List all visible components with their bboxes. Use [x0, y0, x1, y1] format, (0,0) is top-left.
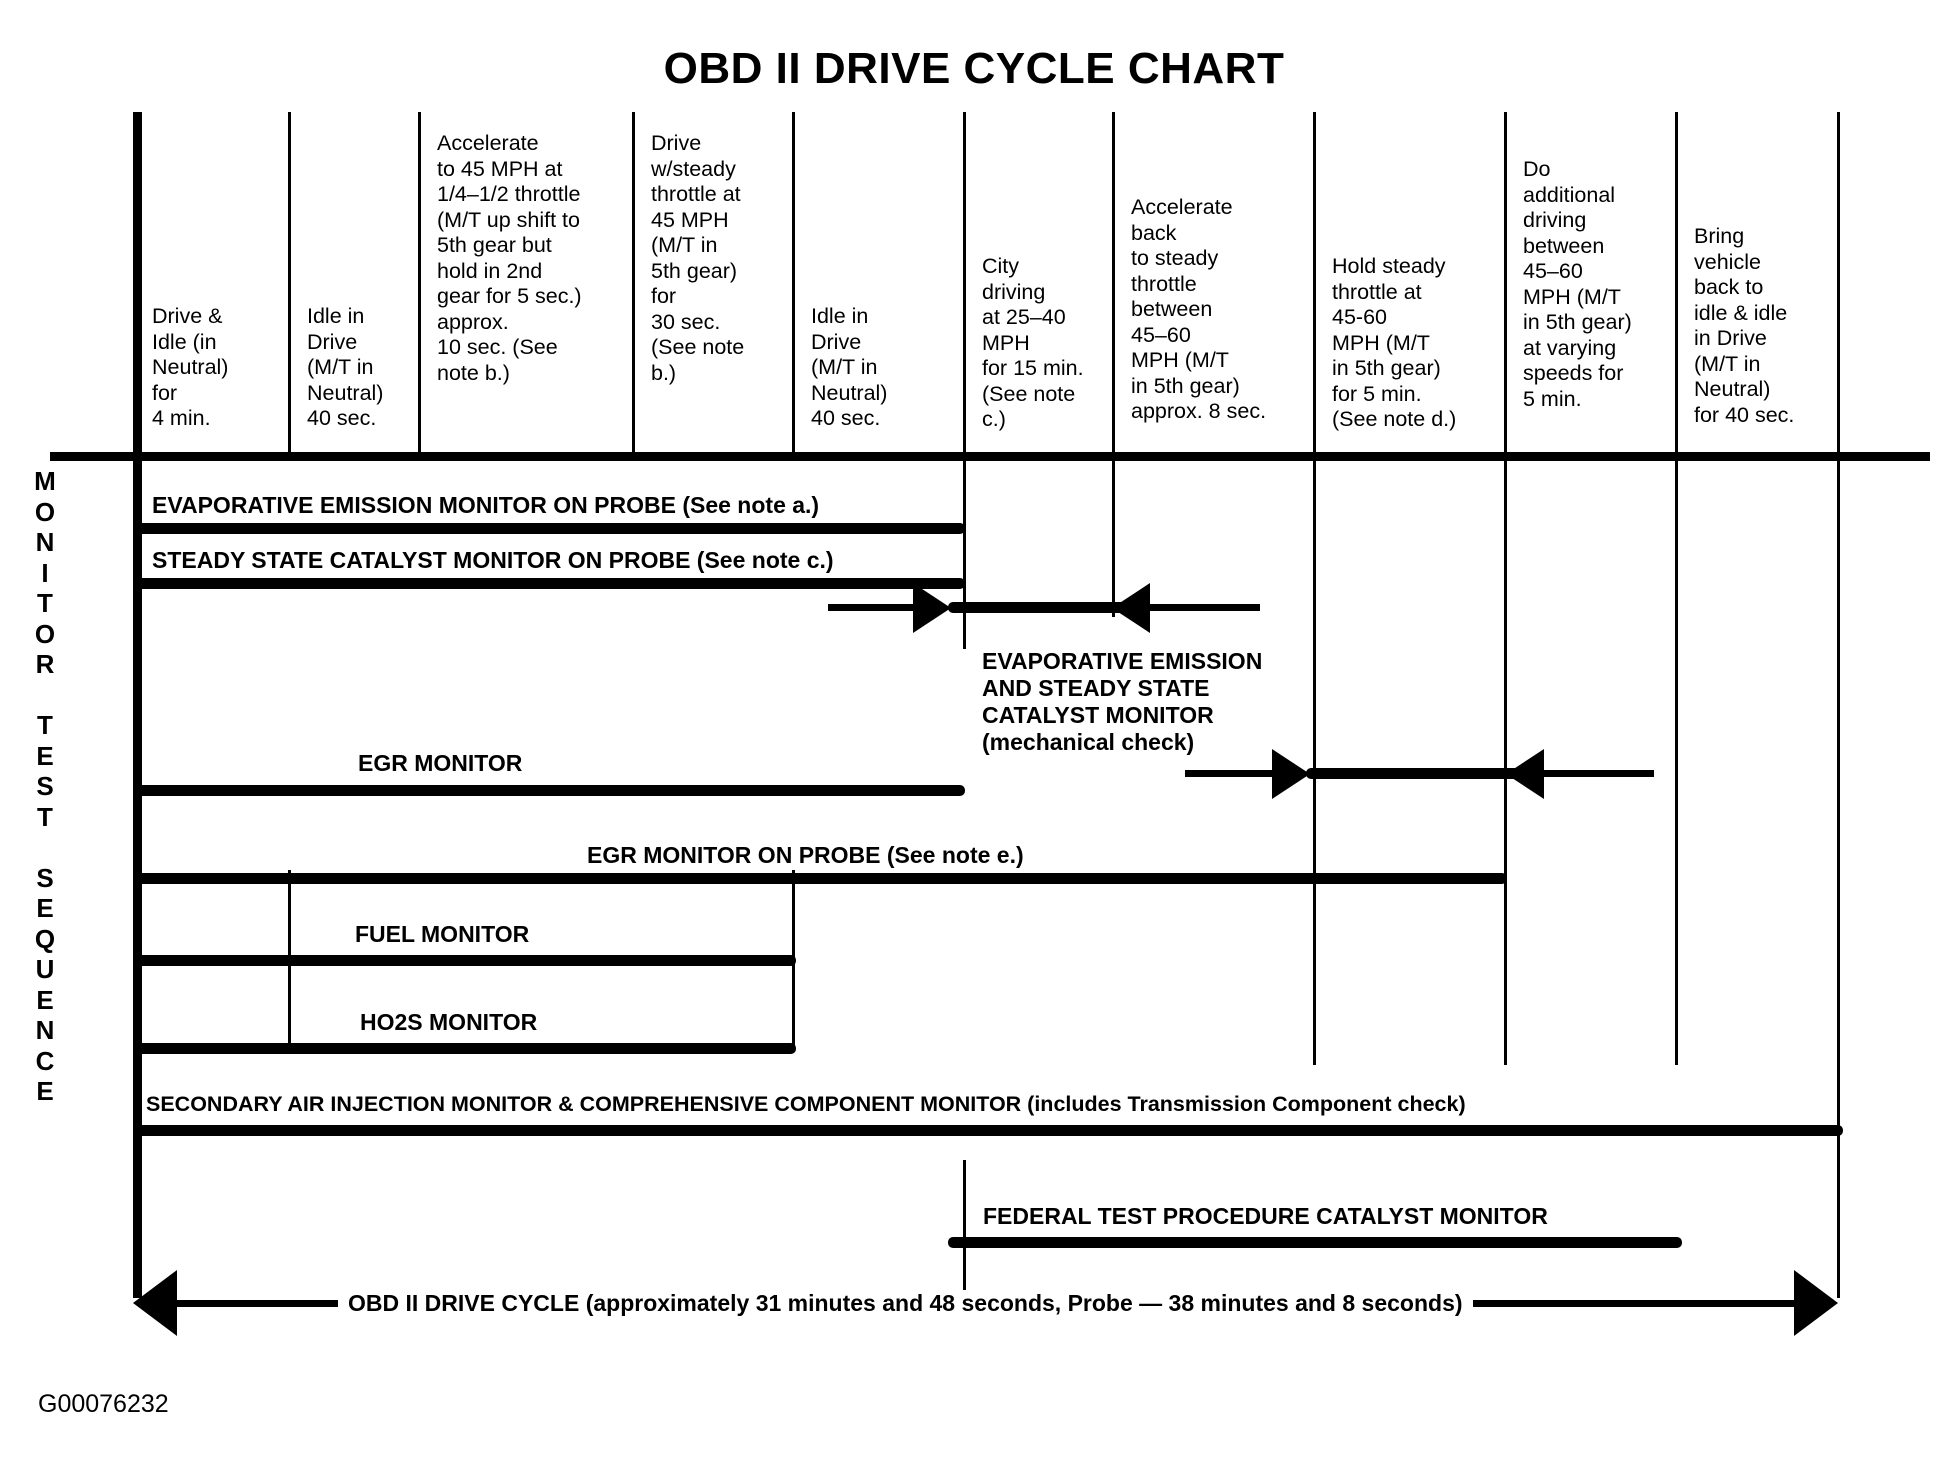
header-cell-9: Do additional driving between 45–60 MPH …: [1523, 157, 1632, 411]
bar-label-ho2s: HO2S MONITOR: [360, 1009, 538, 1035]
bar-secondary-air: [133, 1125, 1843, 1136]
column-divider-6-ext: [1112, 457, 1115, 617]
bar-label-secondary-air: SECONDARY AIR INJECTION MONITOR & COMPRE…: [146, 1092, 1466, 1116]
egr-mech-arrowhead-left: [1506, 749, 1544, 799]
bar-label-egr-probe: EGR MONITOR ON PROBE (See note e.): [587, 842, 1024, 868]
header-cell-1: Drive & Idle (in Neutral) for 4 min.: [152, 304, 229, 430]
bar-label-evap-steady-block: EVAPORATIVE EMISSION AND STEADY STATE CA…: [982, 648, 1263, 755]
bar-label-fuel: FUEL MONITOR: [355, 921, 530, 947]
header-cell-4: Drive w/steady throttle at 45 MPH (M/T i…: [651, 131, 745, 385]
evap-steady-arrow-line-left: [828, 604, 918, 611]
column-divider-7: [1313, 112, 1316, 457]
column-divider-3: [632, 112, 635, 457]
cycle-arrowhead-right: [1794, 1270, 1838, 1336]
evap-steady-arrowhead-left: [1112, 583, 1150, 633]
bar-evap-steady-block: [948, 602, 1128, 613]
column-divider-10: [1837, 112, 1840, 457]
bar-label-steady-catalyst-probe: STEADY STATE CATALYST MONITOR ON PROBE (…: [152, 547, 834, 573]
column-divider-5-ext: [963, 457, 966, 649]
header-rule: [50, 452, 1930, 461]
column-divider-6: [1112, 112, 1115, 457]
bar-ftp-catalyst: [948, 1237, 1682, 1248]
column-divider-9-ext: [1675, 457, 1678, 1065]
bar-egr-probe: [133, 873, 1507, 884]
bar-evap-probe: [133, 523, 965, 534]
header-cell-6: City driving at 25–40 MPH for 15 min. (S…: [982, 254, 1084, 431]
bar-ho2s: [133, 1043, 796, 1054]
column-divider-5-ext2: [963, 1160, 966, 1300]
header-cell-10: Bring vehicle back to idle & idle in Dri…: [1694, 224, 1795, 427]
bar-fuel: [133, 955, 796, 966]
page-title: OBD II DRIVE CYCLE CHART: [663, 44, 1285, 93]
egr-mech-arrowhead-right: [1272, 749, 1310, 799]
cycle-label: OBD II DRIVE CYCLE (approximately 31 min…: [338, 1290, 1473, 1317]
column-divider-0: [133, 112, 142, 1298]
bar-label-evap-probe: EVAPORATIVE EMISSION MONITOR ON PROBE (S…: [152, 492, 820, 518]
column-divider-9: [1675, 112, 1678, 457]
monitor-test-sequence-label: M O N I T O R T E S T S E Q U E N C E: [34, 466, 56, 1106]
column-divider-8-ext: [1504, 457, 1507, 1065]
column-divider-7-ext: [1313, 457, 1316, 1065]
column-divider-1: [288, 112, 291, 457]
bar-label-egr: EGR MONITOR: [358, 750, 523, 776]
evap-steady-arrow-line-right: [1150, 604, 1260, 611]
figure-id: G00076232: [38, 1390, 169, 1418]
egr-mech-arrow-line-left: [1185, 770, 1280, 777]
bar-steady-catalyst-probe: [133, 578, 965, 589]
column-divider-4: [792, 112, 795, 457]
header-cell-3: Accelerate to 45 MPH at 1/4–1/2 throttle…: [437, 131, 582, 385]
header-cell-8: Hold steady throttle at 45-60 MPH (M/T i…: [1332, 254, 1457, 431]
column-divider-5: [963, 112, 966, 457]
header-cell-5: Idle in Drive (M/T in Neutral) 40 sec.: [811, 304, 888, 430]
evap-steady-arrowhead-right: [913, 583, 951, 633]
bar-label-ftp-catalyst: FEDERAL TEST PROCEDURE CATALYST MONITOR: [983, 1203, 1548, 1229]
header-cell-7: Accelerate back to steady throttle betwe…: [1131, 195, 1267, 423]
egr-mech-arrow-line-right: [1544, 770, 1654, 777]
column-divider-10-ext: [1837, 457, 1840, 1298]
bar-egr-mech: [1306, 768, 1521, 779]
column-divider-8: [1504, 112, 1507, 457]
bar-egr: [133, 785, 965, 796]
header-cell-2: Idle in Drive (M/T in Neutral) 40 sec.: [307, 304, 384, 430]
column-divider-2: [418, 112, 421, 457]
